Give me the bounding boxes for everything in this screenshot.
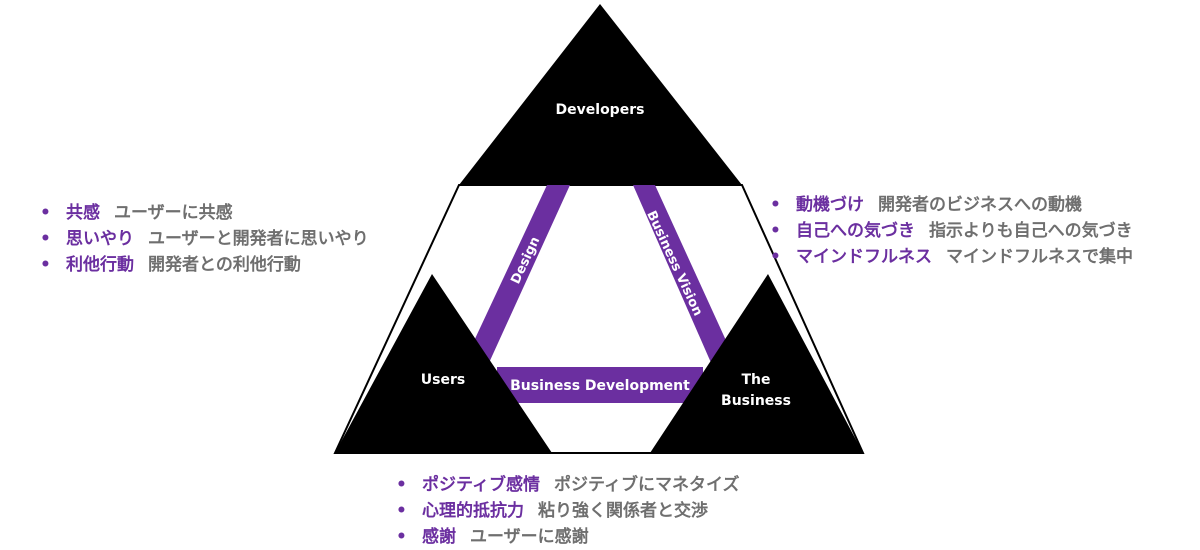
business-development-band <box>497 367 703 403</box>
business-vision-band <box>633 185 734 365</box>
design-band <box>466 185 570 365</box>
users-label: Users <box>421 372 465 388</box>
users-triangle <box>335 274 552 453</box>
the-business-label-line2: Business <box>721 393 791 409</box>
developers-label: Developers <box>556 102 645 118</box>
the-business-triangle <box>650 274 863 453</box>
business-development-band-label: Business Development <box>510 378 690 394</box>
developers-triangle <box>459 4 742 185</box>
the-business-label-line1: The <box>741 372 770 388</box>
